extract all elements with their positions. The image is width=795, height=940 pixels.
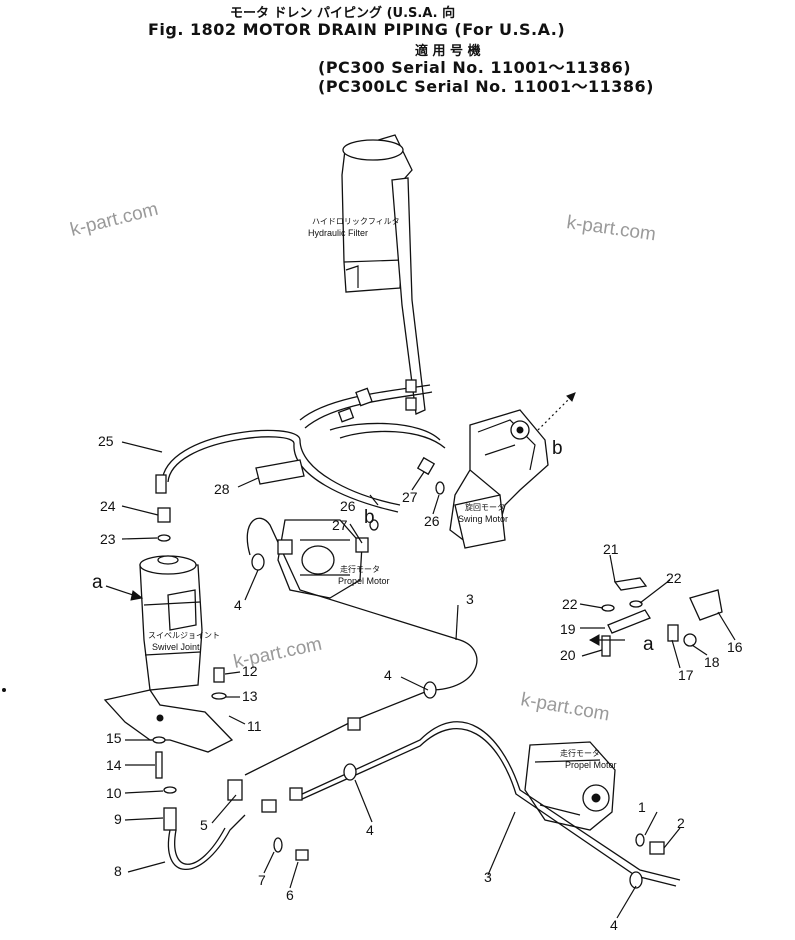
- propel-motor2-label-jp: 走行モータ: [560, 748, 600, 758]
- part-number: 9: [114, 811, 122, 827]
- part-number: 8: [114, 863, 122, 879]
- pipe-guard: [255, 459, 305, 485]
- part-number: 5: [200, 817, 208, 833]
- header-serial-pc300lc: (PC300LC Serial No. 11001～11386): [318, 77, 654, 96]
- part-number: 4: [384, 667, 392, 683]
- header-title: Fig. 1802 MOTOR DRAIN PIPING (For U.S.A.…: [148, 20, 566, 39]
- part-number: 4: [234, 597, 242, 613]
- clamp-assembly: [601, 577, 723, 657]
- reference-arrows: [105, 392, 625, 646]
- part-number: 2: [677, 815, 685, 831]
- bracket: [103, 689, 234, 753]
- part-number: 23: [100, 531, 116, 547]
- hose-25-inner: [167, 436, 399, 513]
- part-number: 18: [704, 654, 720, 670]
- ref-b-hose: b: [364, 507, 375, 528]
- part-number: 4: [610, 917, 618, 933]
- part-number: 7: [258, 872, 266, 888]
- propel-motor-right: 走行モータ Propel Motor: [524, 741, 617, 831]
- part-number: 28: [214, 481, 230, 497]
- part-number: 19: [560, 621, 576, 637]
- hose-8: [167, 814, 246, 870]
- ref-b-swing: b: [552, 438, 563, 459]
- part-number: 22: [562, 596, 578, 612]
- part-number: 27: [402, 489, 418, 505]
- part-number: 27: [332, 517, 348, 533]
- part-number: 26: [340, 498, 356, 514]
- part-number: 20: [560, 647, 576, 663]
- swivel-joint-label: Swivel Joint: [152, 642, 200, 652]
- bracket-hole: [156, 714, 164, 722]
- hydraulic-filter-label-jp: ハイドロリックフィルタ: [312, 217, 400, 226]
- swivel-joint: スイベルジョイント Swivel Joint: [139, 555, 220, 691]
- part-number: 3: [484, 869, 492, 885]
- swing-motor-label: Swing Motor: [458, 514, 508, 524]
- fittings: [152, 379, 665, 889]
- pipe-3-lower: [299, 721, 681, 881]
- header-applicable-jp: 適 用 号 機: [415, 44, 481, 59]
- pipe-3-lower-inner: [299, 727, 677, 887]
- part-number: 17: [678, 667, 694, 683]
- part-number: 4: [366, 822, 374, 838]
- pipe-4-link: [244, 689, 431, 776]
- watermark: k-part.com: [68, 199, 160, 241]
- swing-motor-label-jp: 旋回モータ: [465, 502, 505, 512]
- header-serial-pc300: (PC300 Serial No. 11001～11386): [318, 58, 632, 77]
- propel-motor-left: 走行モータ Propel Motor: [277, 519, 390, 599]
- leader-lines: [121, 441, 736, 919]
- part-number: 6: [286, 887, 294, 903]
- page-mark: [2, 688, 6, 692]
- part-number: 22: [666, 570, 682, 586]
- part-number: 13: [242, 688, 258, 704]
- part-number: 1: [638, 799, 646, 815]
- part-number: 26: [424, 513, 440, 529]
- propel-motor-label-jp: 走行モータ: [340, 564, 380, 574]
- swing-motor: 旋回モータ Swing Motor: [449, 409, 549, 549]
- part-number: 12: [242, 663, 258, 679]
- part-number: 11: [247, 718, 262, 734]
- ref-a-left: a: [92, 572, 103, 593]
- propel-motor-label: Propel Motor: [338, 576, 390, 586]
- part-number: 3: [466, 591, 474, 607]
- watermark: k-part.com: [519, 689, 611, 725]
- hose-25: [161, 429, 401, 506]
- hose-8-inner: [174, 827, 226, 865]
- part-number: 14: [106, 757, 122, 773]
- propel-motor2-label: Propel Motor: [565, 760, 617, 770]
- part-number: 15: [106, 730, 122, 746]
- part-number: 25: [98, 433, 114, 449]
- part-number: 21: [603, 541, 619, 557]
- hydraulic-filter: ハイドロリックフィルタ Hydraulic Filter: [308, 134, 426, 415]
- part-number: 24: [100, 498, 116, 514]
- part-number: 16: [727, 639, 743, 655]
- header-title-jp: モータ ドレン パイピング (U.S.A. 向: [230, 6, 456, 21]
- hydraulic-filter-label: Hydraulic Filter: [308, 228, 368, 238]
- part-number: 10: [106, 785, 122, 801]
- ref-a-right: a: [643, 634, 654, 655]
- pipe-3-upper: [246, 517, 478, 691]
- hose-filter: [329, 422, 446, 449]
- watermark: k-part.com: [565, 212, 657, 245]
- swivel-joint-label-jp: スイベルジョイント: [148, 631, 220, 640]
